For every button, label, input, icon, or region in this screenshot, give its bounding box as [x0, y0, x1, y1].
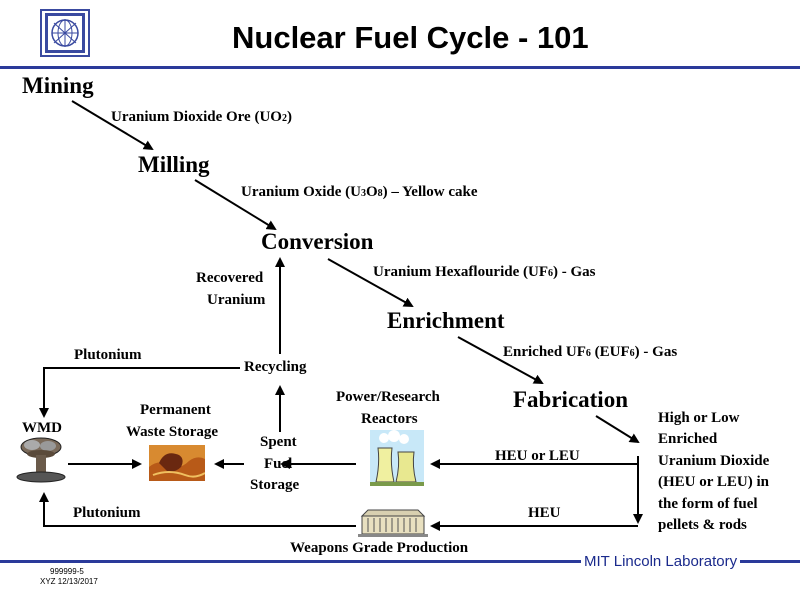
label-euf6: Enriched UF6 (EUF6) - Gas — [503, 344, 677, 361]
footer-date: XYZ 12/13/2017 — [40, 577, 98, 586]
stage-milling: Milling — [138, 152, 210, 177]
label-spent-3: Storage — [250, 477, 300, 493]
label-yellowcake-sub1: 3 — [361, 188, 366, 199]
label-fuel-3: Uranium Dioxide — [658, 453, 770, 469]
label-fuel-1: High or Low — [658, 410, 740, 426]
label-euf6-c: ) - Gas — [634, 344, 678, 360]
label-euf6-sub2: 6 — [629, 348, 635, 359]
label-fuel-6: pellets & rods — [658, 517, 747, 533]
label-uf6-a: Uranium Hexaflouride (UF — [373, 264, 548, 280]
label-reactors-1: Power/Research — [336, 389, 440, 405]
stage-mining: Mining — [22, 73, 94, 98]
label-uf6-b: ) - Gas — [552, 264, 596, 280]
label-spent-1: Spent — [260, 434, 297, 450]
stage-enrichment: Enrichment — [387, 308, 505, 333]
label-euf6-sub1: 6 — [585, 348, 591, 359]
label-uf6: Uranium Hexaflouride (UF6) - Gas — [373, 264, 595, 281]
label-fuel-4: (HEU or LEU) in — [658, 474, 769, 490]
label-yellowcake-sub2: 8 — [377, 188, 383, 199]
label-euf6-b: (EUF — [590, 344, 630, 360]
label-recovered-1: Recovered — [196, 270, 264, 286]
label-ore-text: Uranium Dioxide Ore (UO — [111, 109, 282, 125]
stage-fabrication: Fabrication — [513, 387, 628, 412]
label-yellowcake-b: O — [366, 184, 378, 200]
page-title: Nuclear Fuel Cycle - 101 — [232, 20, 589, 55]
mushroom-cloud-icon — [16, 437, 66, 483]
label-spent-2: Fuel — [264, 456, 293, 472]
label-uf6-sub: 6 — [547, 268, 553, 279]
label-plutonium-bottom: Plutonium — [73, 505, 141, 521]
header-rule — [0, 66, 800, 69]
label-wmd: WMD — [22, 420, 62, 436]
label-yellowcake-c: ) – Yellow cake — [382, 184, 478, 200]
cooling-towers-icon — [370, 430, 424, 486]
label-euf6-a: Enriched UF — [503, 344, 586, 360]
label-yellowcake-a: Uranium Oxide (U — [241, 184, 361, 200]
weapons-facility-icon — [358, 509, 428, 537]
footer-rule — [0, 560, 800, 563]
label-yellowcake: Uranium Oxide (U3O8) – Yellow cake — [241, 184, 478, 201]
label-heu: HEU — [528, 505, 561, 521]
label-recovered-2: Uranium — [207, 292, 266, 308]
waste-storage-icon — [149, 445, 205, 481]
label-waste-1: Permanent — [140, 402, 211, 418]
label-ore-end: ) — [286, 109, 292, 125]
lincoln-lab-logo-icon — [40, 9, 90, 57]
stage-conversion: Conversion — [261, 229, 374, 254]
footer-code: 999999-5 — [50, 567, 84, 576]
label-waste-2: Waste Storage — [126, 424, 219, 440]
label-heu-or-leu: HEU or LEU — [495, 448, 580, 464]
label-fuel-5: the form of fuel — [658, 496, 758, 512]
label-plutonium-top: Plutonium — [74, 347, 142, 363]
label-ore: Uranium Dioxide Ore (UO2) — [111, 109, 292, 126]
footer-org: MIT Lincoln Laboratory — [581, 553, 741, 570]
label-reactors-2: Reactors — [361, 411, 418, 427]
label-ore-sub: 2 — [281, 113, 287, 124]
label-weapons: Weapons Grade Production — [290, 540, 469, 556]
label-fuel-2: Enriched — [658, 431, 718, 447]
label-recycling: Recycling — [244, 359, 307, 375]
